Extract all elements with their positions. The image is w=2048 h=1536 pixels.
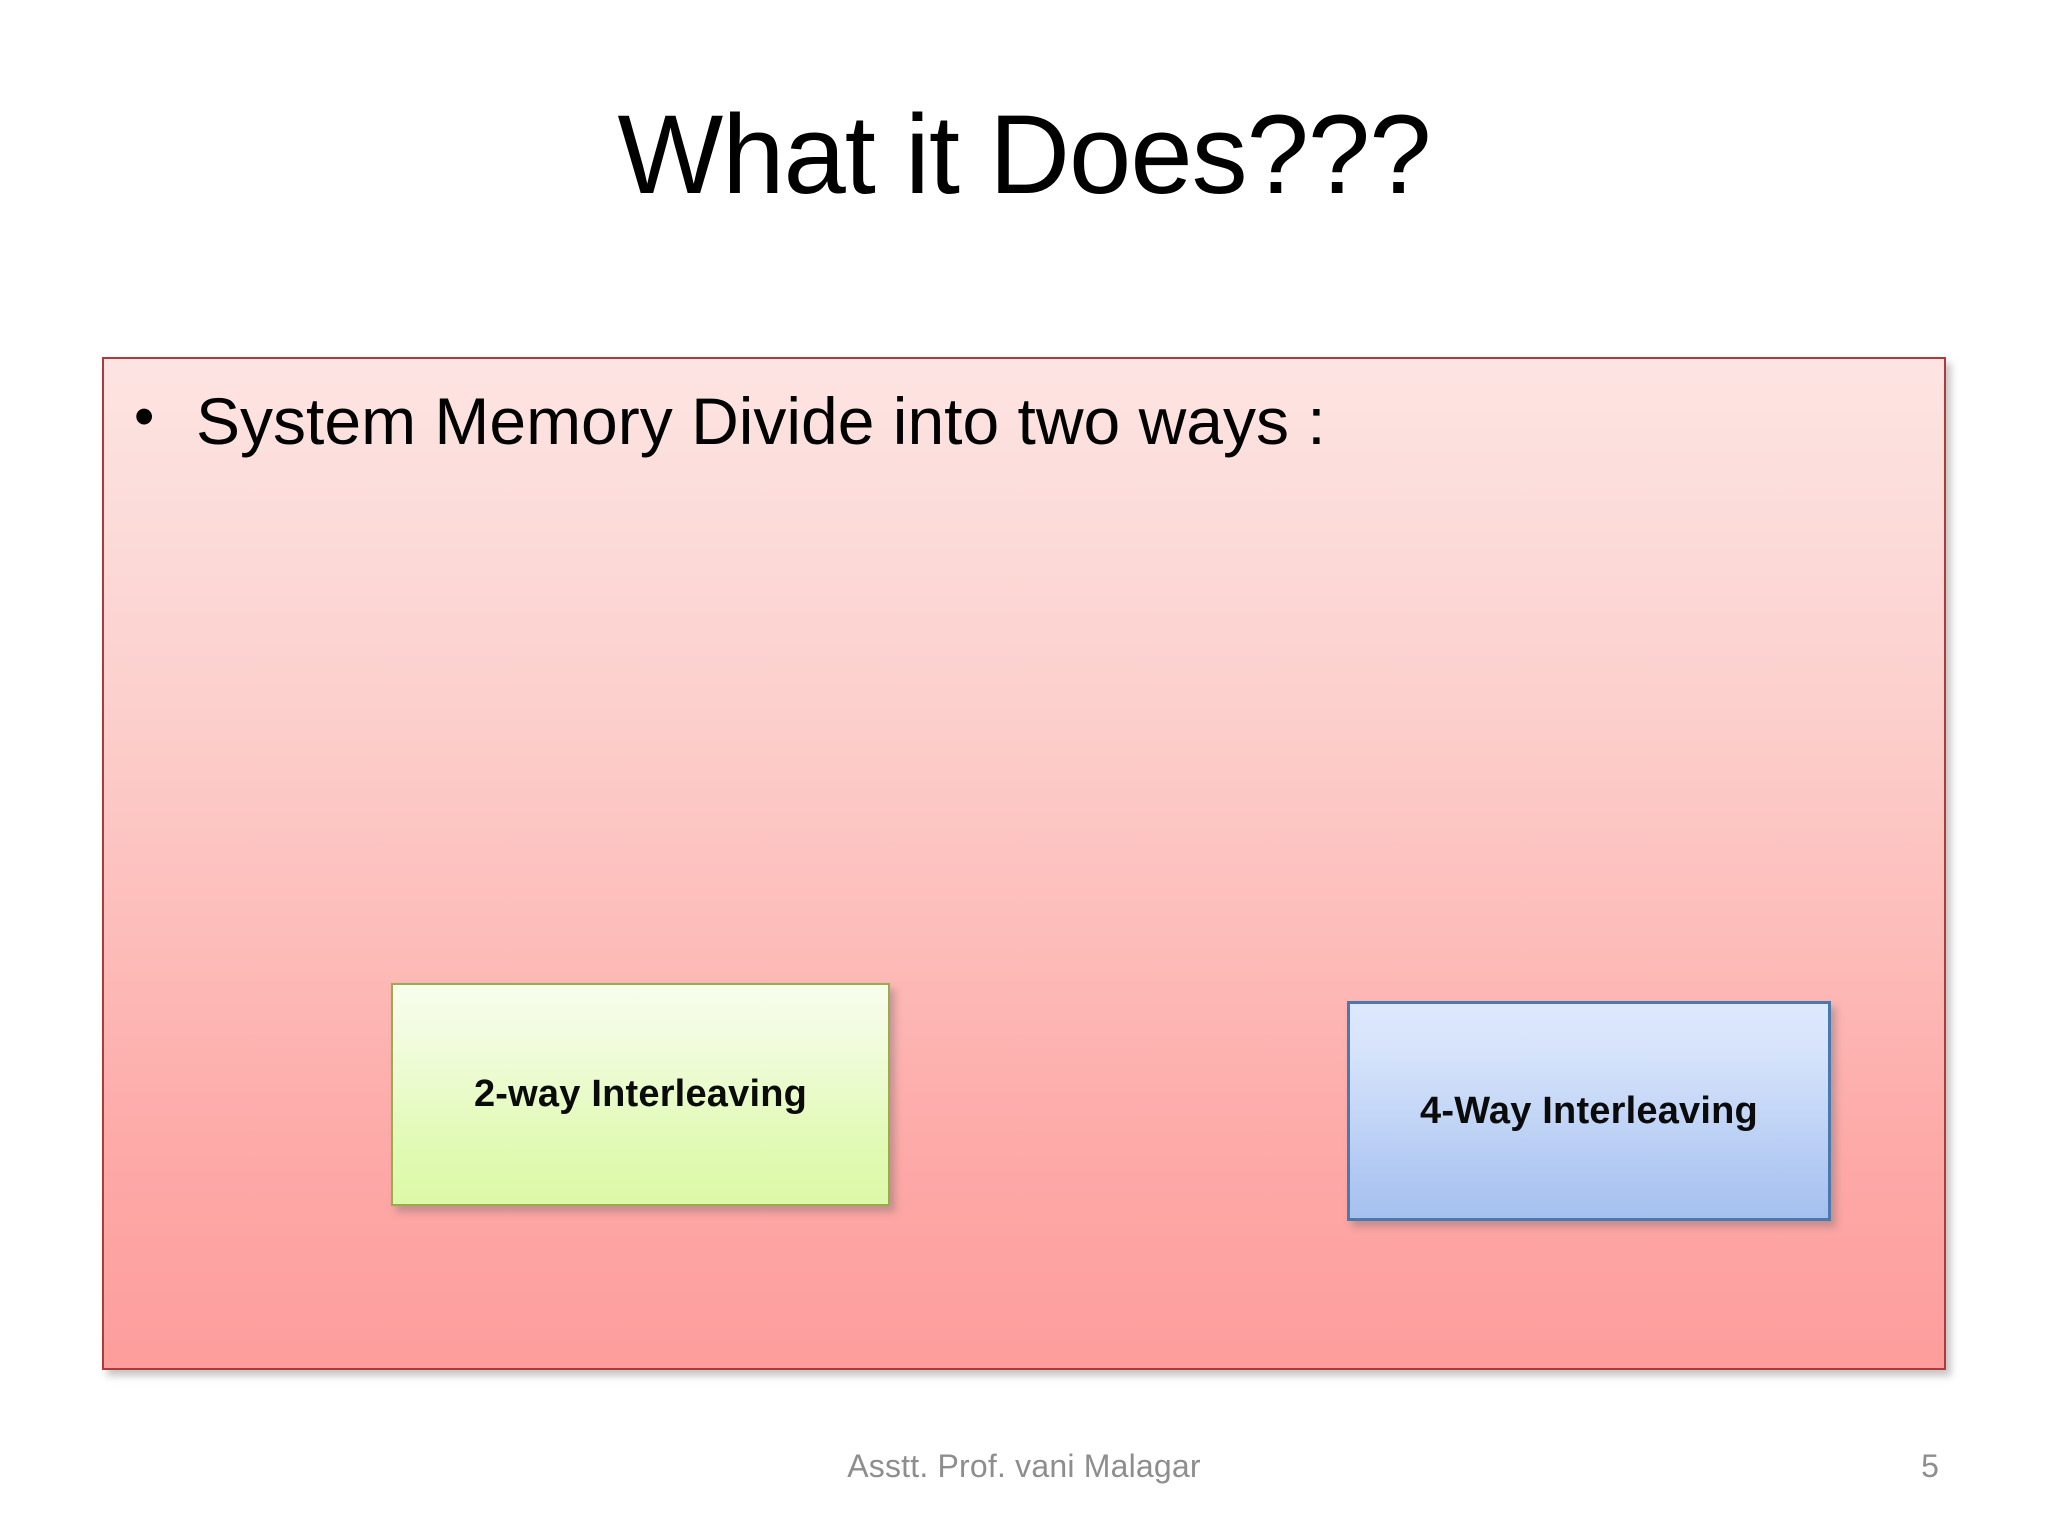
bullet-item-label: System Memory Divide into two ways : bbox=[196, 384, 1326, 458]
footer-author-note: Asstt. Prof. vani Malagar bbox=[847, 1448, 1201, 1484]
bullet-point-icon: • bbox=[134, 384, 155, 449]
option-box-label: 4-Way Interleaving bbox=[1420, 1089, 1758, 1132]
option-box-label: 2-way Interleaving bbox=[473, 1073, 808, 1115]
bullet-list-item: • System Memory Divide into two ways : bbox=[134, 383, 1326, 461]
content-panel: • System Memory Divide into two ways : 2… bbox=[102, 357, 1946, 1370]
option-box-4-way-interleaving[interactable]: 4-Way Interleaving bbox=[1347, 1001, 1831, 1221]
page-title: What it Does??? bbox=[617, 92, 1432, 217]
option-box-2-way-interleaving[interactable]: 2-way Interleaving bbox=[391, 983, 890, 1206]
footer-page-number: 5 bbox=[1921, 1448, 1939, 1484]
